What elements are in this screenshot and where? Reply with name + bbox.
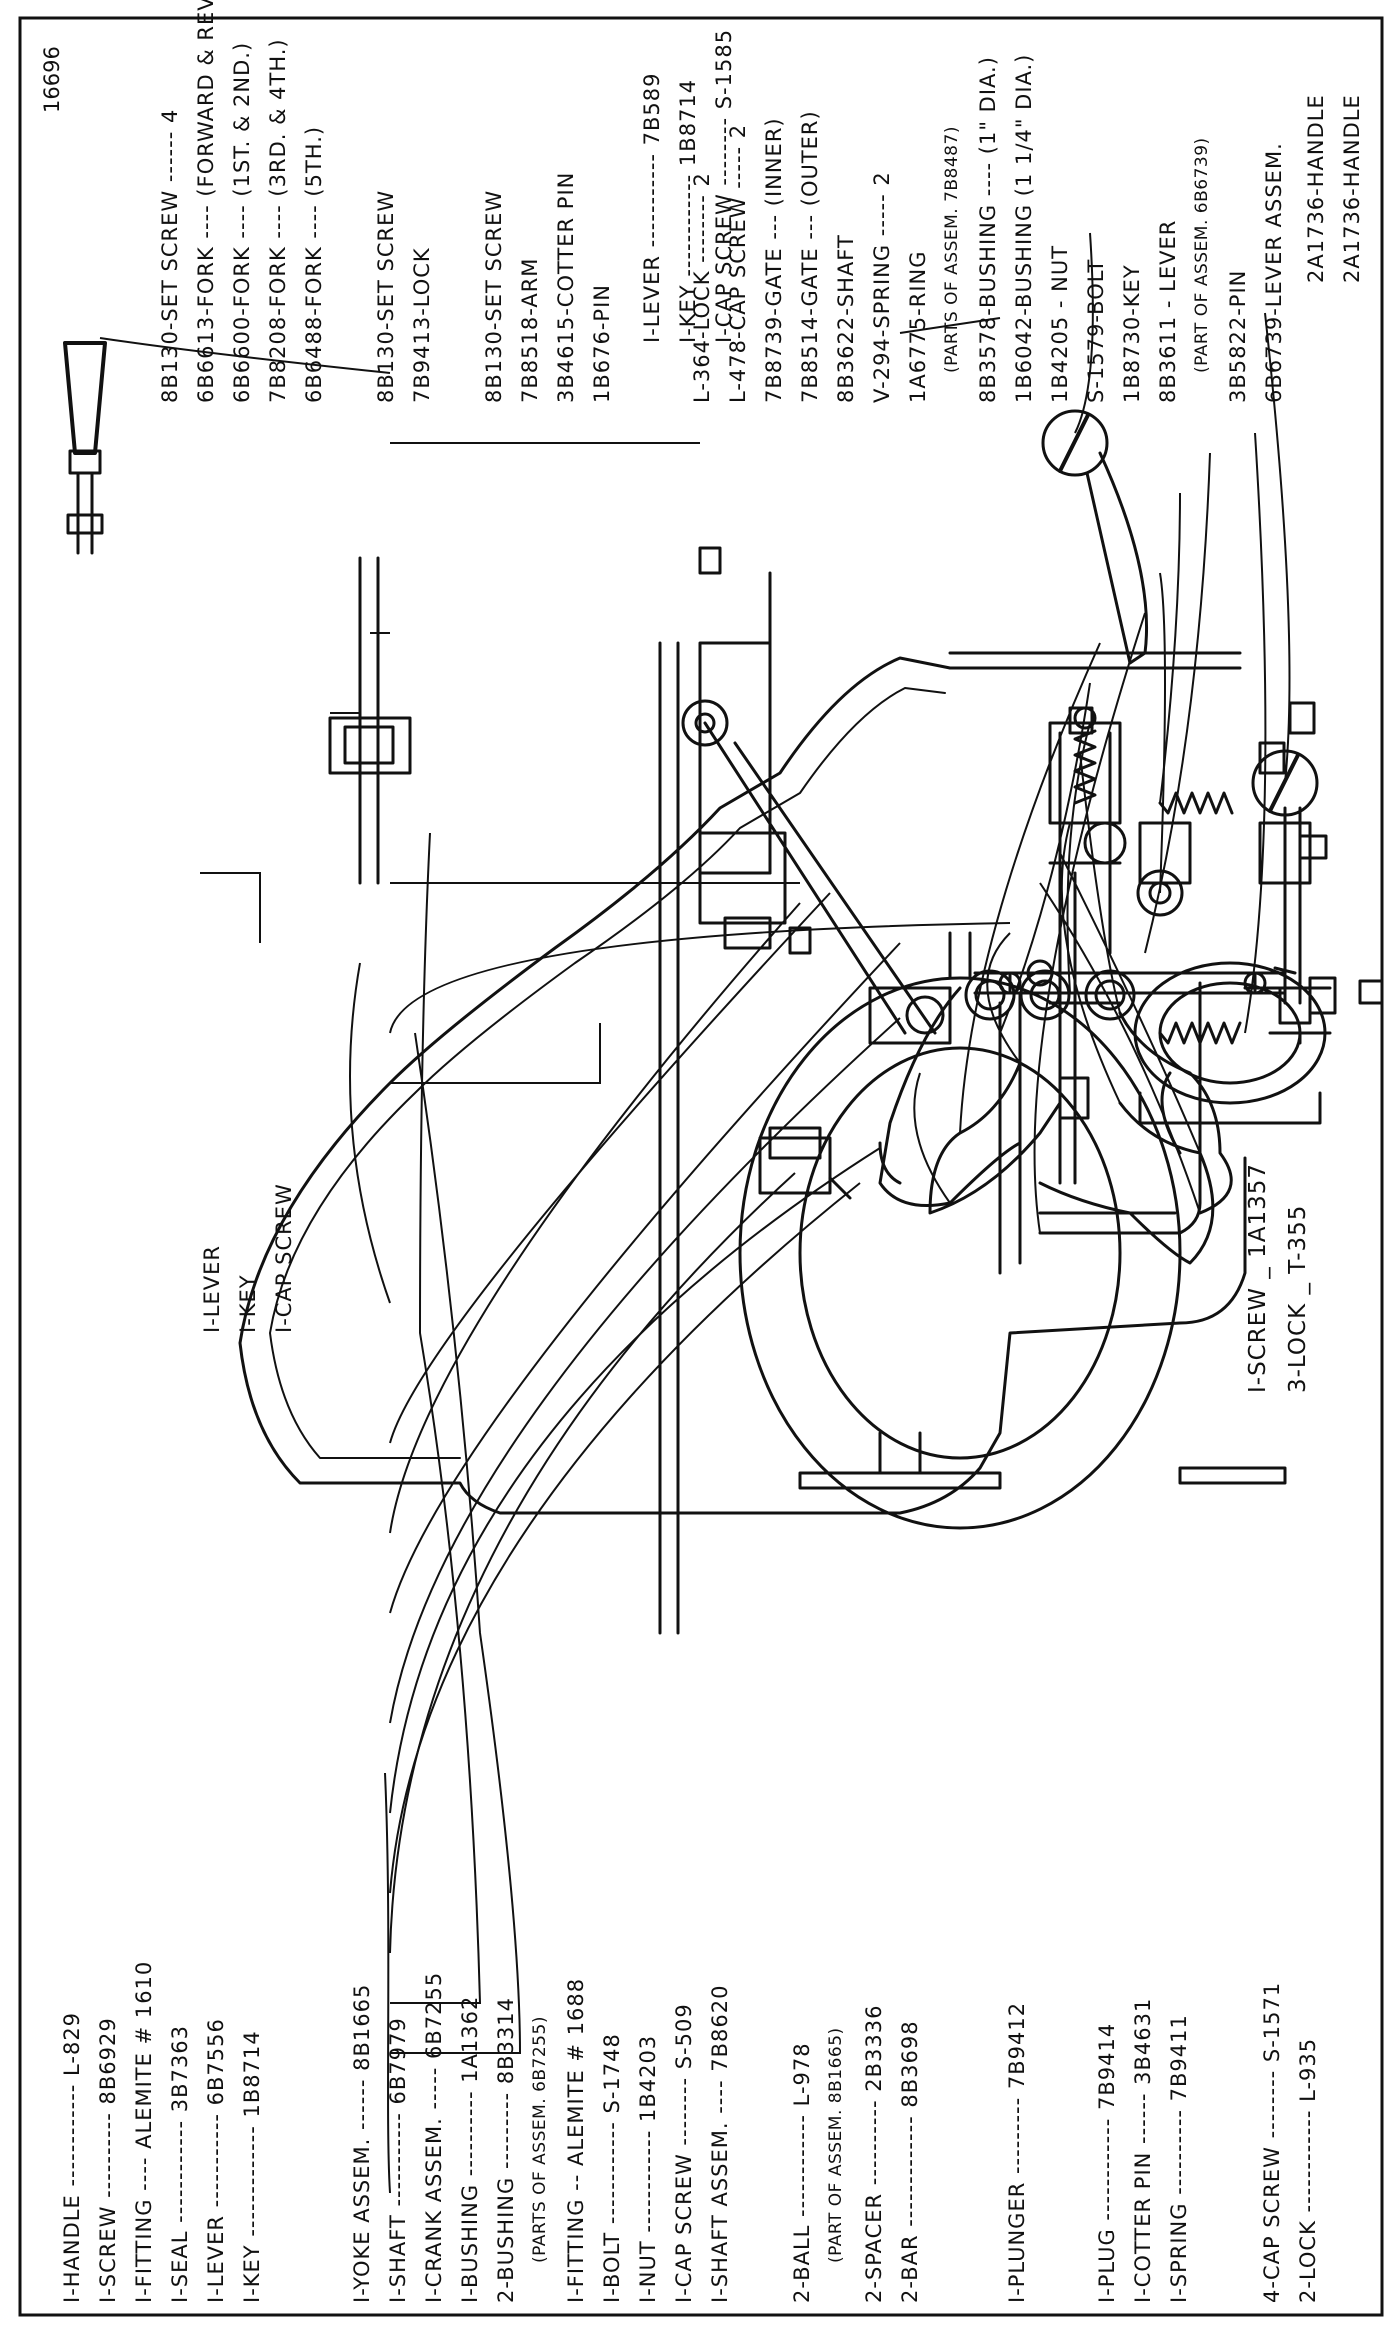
label-lock-l364: L-364-LOCK -------- 2 [690, 172, 714, 403]
label-screw-8b6929: I-SCREW ---------- 8B6929 [96, 2017, 120, 2303]
label-fitting-1688: I-FITTING -- ALEMITE # 1688 [564, 1977, 588, 2303]
label-yoke-assem: I-YOKE ASSEM. ------ 8B1665 [350, 1983, 374, 2303]
label-fork-6b6600: 6B6600-FORK ---- (1ST. & 2ND.) [230, 41, 254, 403]
label-seal-3b7363: I-SEAL ------------ 3B7363 [168, 2025, 192, 2303]
flanges [798, 1431, 1287, 1490]
label-cap-screw-l478: L-478-CAP SCREW ----- 2 [726, 123, 750, 403]
label-handle-2a1736-a: 2A1736-HANDLE [1340, 94, 1364, 283]
lower-shaft-assembly [328, 546, 937, 1035]
label-shaft-6b7979: I-SHAFT ----------- 6B7979 [386, 2017, 410, 2303]
label-lever-assem-6b6739: 6B6739-LEVER ASSEM. [1262, 142, 1286, 403]
label-set-screw-8b130-b: 8B130-SET SCREW [374, 189, 398, 403]
label-spacer-2b3336: 2-SPACER ---------- 2B3336 [862, 2004, 886, 2303]
label-pin-1b676: 1B676-PIN [590, 284, 614, 403]
label-gate-7b8739: 7B8739-GATE --- (INNER) [762, 117, 786, 403]
label-cap-screw-s509: I-CAP SCREW -------- S-509 [672, 2003, 696, 2303]
label-shaft-assem-7b8620: I-SHAFT ASSEM. ---- 7B8620 [708, 1984, 732, 2303]
label-spring-v294: V-294-SPRING ----- 2 [870, 171, 894, 403]
label-fitting-1610: I-FITTING ---- ALEMITE # 1610 [132, 1960, 156, 2303]
label-handle-l829: I-HANDLE ------------ L-829 [60, 2011, 84, 2303]
label-parts-of-assem-7b8487: (PARTS OF ASSEM. 7B8487) [942, 126, 962, 373]
label-key-1b8730: 1B8730-KEY [1120, 264, 1144, 403]
label-lever-middle: I-LEVER [200, 1245, 224, 1333]
label-part-of-assem-6b6739: (PART OF ASSEM. 6B6739) [1192, 137, 1212, 373]
label-lock-t355: 3-LOCK _ T-355 [1285, 1204, 1311, 1393]
upper-handles [1041, 409, 1319, 1025]
label-pin-3b5822: 3B5822-PIN [1226, 269, 1250, 403]
label-plug-7b9414: I-PLUG ------------ 7B9414 [1095, 2022, 1119, 2303]
label-nut-1b4203: I-NUT ------------ 1B4203 [636, 2034, 660, 2303]
label-plunger-7b9412: I-PLUNGER --------- 7B9412 [1005, 2001, 1029, 2303]
label-key-1b8714: I-KEY ------------- 1B8714 [240, 2030, 264, 2303]
document-number: 16696 [40, 46, 64, 113]
label-bolt-s1579: S-1579-BOLT [1084, 258, 1108, 403]
left-handle-l829 [63, 341, 107, 555]
label-nut-1b4205: 1B4205 - NUT [1048, 244, 1072, 403]
label-lock-l935: 2-LOCK ------------ L-935 [1296, 2037, 1320, 2303]
label-ring-1a6775: 1A6775-RING [906, 250, 930, 403]
housing-ring [738, 931, 1182, 1530]
label-crank-assem: I-CRANK ASSEM. ----- 6B7255 [422, 1971, 446, 2303]
label-screw-1a1357: I-SCREW _ 1A1357 [1245, 1162, 1271, 1393]
label-shaft-8b3622: 8B3622-SHAFT [834, 234, 858, 403]
label-ball-l978: 2-BALL ------------ L-978 [790, 2042, 814, 2303]
label-set-screw-8b130-a: 8B130-SET SCREW [482, 189, 506, 403]
label-set-screw-8b130-c: 8B130-SET SCREW ------ 4 [158, 108, 182, 403]
label-bar-8b3698: 2-BAR ------------- 8B3698 [898, 2020, 922, 2303]
label-cap-screw-middle: I-CAP SCREW [272, 1183, 296, 1333]
label-key-middle: I-KEY [236, 1274, 260, 1333]
label-cap-screw-s1571: 4-CAP SCREW -------- S-1571 [1260, 1981, 1284, 2303]
label-parts-of-assem-6b7255: (PARTS OF ASSEM. 6B7255) [530, 2016, 550, 2263]
label-cotter-pin-3b4615: 3B4615-COTTER PIN [554, 171, 578, 403]
label-fork-7b8208: 7B8208-FORK ---- (3RD. & 4TH.) [266, 38, 290, 403]
label-spring-7b9411: I-SPRING ---------- 7B9411 [1167, 2014, 1191, 2303]
label-lever-7b589: I-LEVER ----------- 7B589 [640, 72, 664, 343]
label-fork-6b6613: 6B6613-FORK ---- (FORWARD & REVERSE) [194, 0, 218, 403]
upper-housing [238, 651, 1247, 1515]
label-lock-7b9413: 7B9413-LOCK [410, 247, 434, 403]
label-lever-6b7556: I-LEVER ----------- 6B7556 [204, 2018, 228, 2303]
label-part-of-assem-8b1665: (PART OF ASSEM. 8B1665) [826, 2027, 846, 2263]
label-bolt-s1748: I-BOLT ------------ S-1748 [600, 2033, 624, 2303]
yoke-ball [868, 986, 952, 1045]
label-gate-7b8514: 7B8514-GATE --- (OUTER) [798, 110, 822, 403]
long-shaft-rod [658, 641, 680, 1635]
gate-and-shaft [998, 821, 1202, 1275]
label-bushing-1a1362: I-BUSHING ---------- 1A1362 [458, 1995, 482, 2303]
label-bushing-1b6042: 1B6042-BUSHING (1 1/4" DIA.) [1012, 53, 1036, 403]
label-cotter-pin-3b4631: I-COTTER PIN ------ 3B4631 [1131, 1997, 1155, 2303]
label-fork-6b6488: 6B6488-FORK ---- (5TH.) [302, 125, 326, 403]
label-lever-8b3611: 8B3611 - LEVER [1156, 219, 1180, 403]
label-arm-7b8518: 7B8518-ARM [518, 257, 542, 403]
label-bushing-8b3314: 2-BUSHING --------- 8B3314 [494, 1996, 518, 2303]
label-bushing-8b3578: 8B3578-BUSHING ---- (1" DIA.) [976, 56, 1000, 403]
leader-lines [99, 232, 1291, 2194]
label-handle-2a1736-b: 2A1736-HANDLE [1304, 94, 1328, 283]
